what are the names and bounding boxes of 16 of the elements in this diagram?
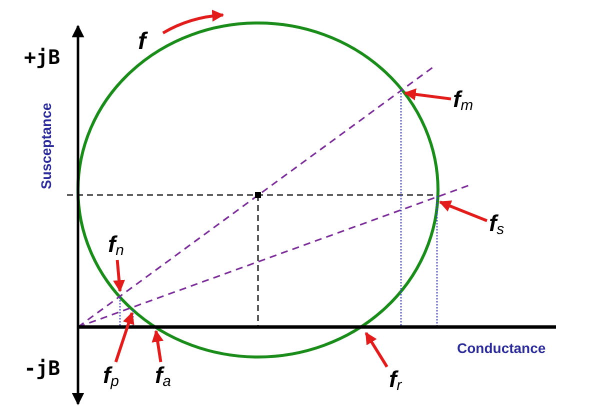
frequency-label: f$_{s}$ — [489, 212, 504, 237]
leader-arrow — [152, 330, 164, 362]
axis-title: Conductance — [457, 340, 546, 356]
axis-label: +jB — [24, 45, 60, 69]
frequency-label: f — [138, 28, 146, 56]
frequency-label: f$_{n}$ — [108, 233, 124, 258]
frequency-label: f$_{p}$ — [103, 364, 120, 389]
leader-arrow — [404, 88, 452, 100]
frequency-label: f$_{r}$ — [389, 368, 402, 393]
axis-label: -jB — [24, 356, 60, 380]
leader-arrow — [438, 200, 488, 222]
leader-arrow — [364, 332, 388, 368]
leader-arrow — [114, 312, 134, 362]
frequency-label: f$_{a}$ — [155, 364, 172, 389]
axis-title: Susceptance — [38, 102, 54, 192]
frequency-label: f$_{m}$ — [453, 88, 474, 113]
